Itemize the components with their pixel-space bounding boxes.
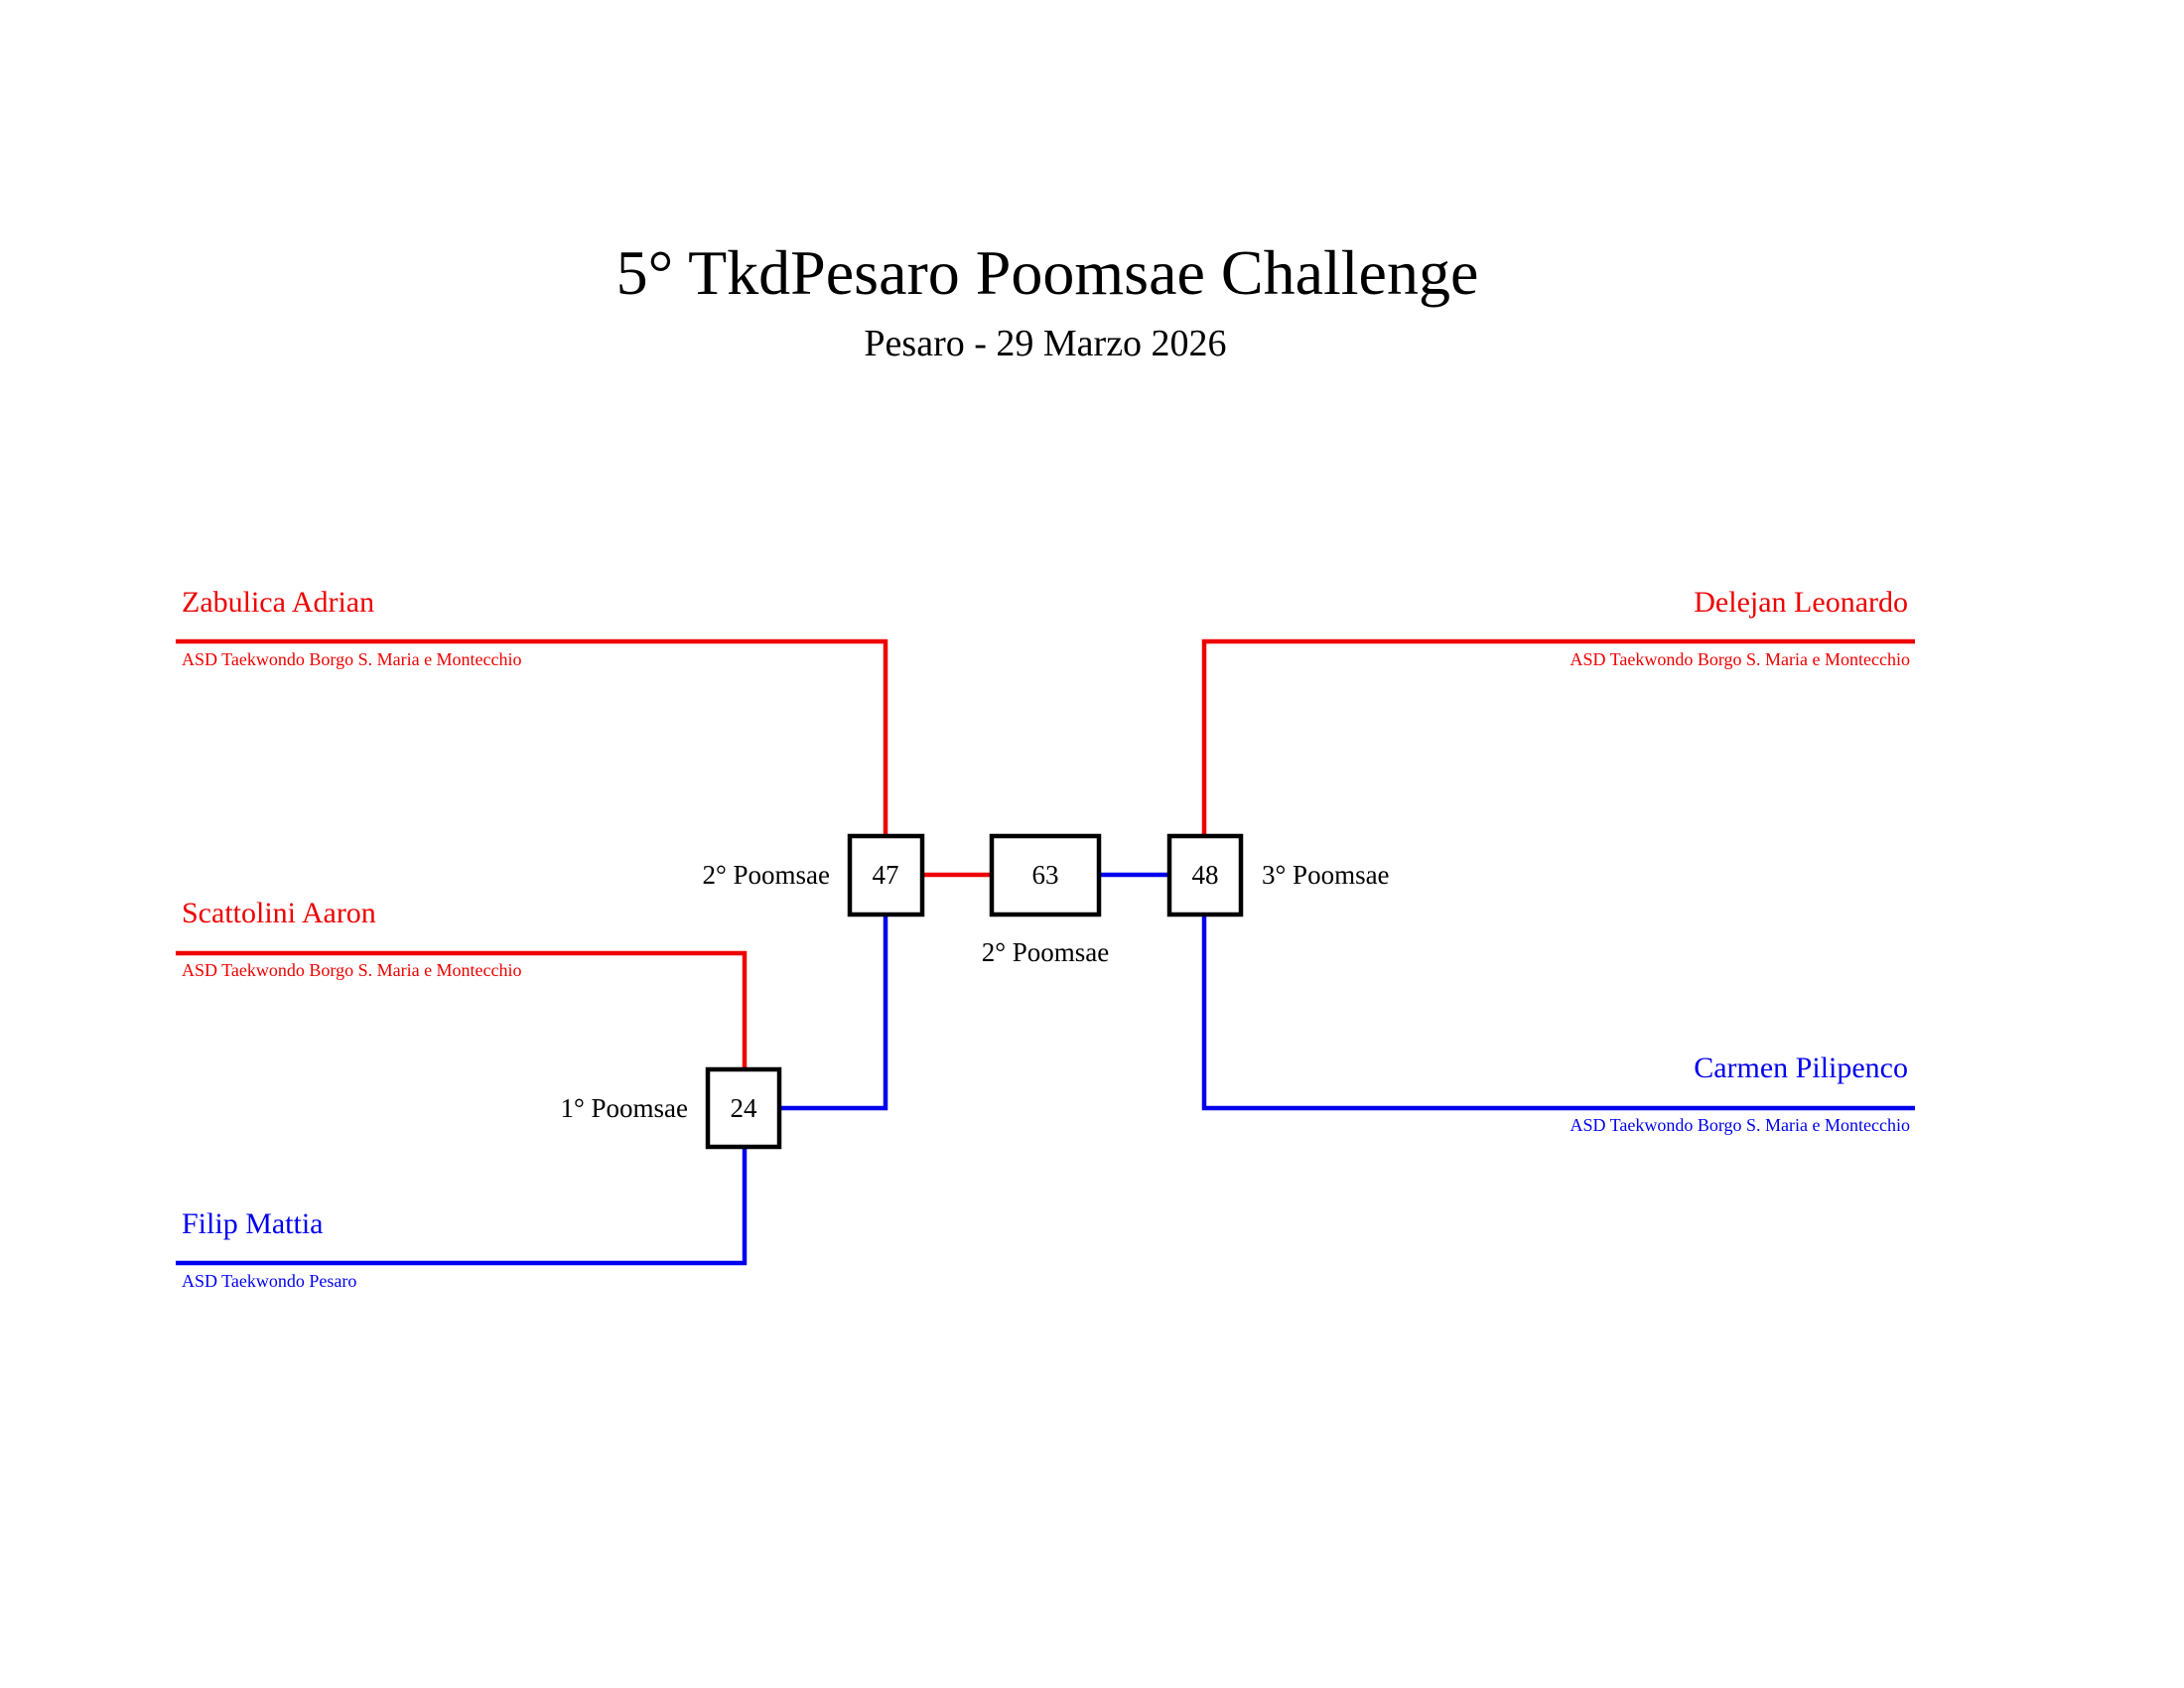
match-label-24: 1° Poomsae [560,1093,688,1123]
match-box-48: 48 [1166,833,1244,917]
bracket-line-24-to-47 [779,914,888,1111]
athlete-club-scattolini: ASD Taekwondo Borgo S. Maria e Montecchi… [182,960,522,980]
athlete-name-filip: Filip Mattia [182,1207,324,1240]
athlete-club-delejan: ASD Taekwondo Borgo S. Maria e Montecchi… [1570,649,1910,669]
bracket-line-filip [176,1147,748,1266]
match-label-63: 2° Poomsae [982,937,1110,967]
match-box-24: 24 [705,1066,782,1150]
match-number: 48 [1192,860,1219,890]
athlete-name-zabulica: Zabulica Adrian [182,586,374,619]
match-number: 24 [731,1093,758,1123]
bracket-line-carmen [1201,914,1915,1111]
page-subtitle: Pesaro - 29 Marzo 2026 [864,323,1226,364]
bracket-line-delejan [1201,638,1915,836]
page-title: 5° TkdPesaro Poomsae Challenge [616,237,1479,308]
bracket-line-scattolini [176,950,748,1069]
athlete-club-carmen: ASD Taekwondo Borgo S. Maria e Montecchi… [1570,1115,1910,1135]
match-box-63: 63 [989,833,1102,917]
bracket-line-zabulica [176,638,888,836]
athlete-club-zabulica: ASD Taekwondo Borgo S. Maria e Montecchi… [182,649,522,669]
match-box-47: 47 [847,833,925,917]
match-number: 63 [1032,860,1059,890]
match-number: 47 [873,860,899,890]
match-label-47: 2° Poomsae [702,860,830,890]
athlete-name-delejan: Delejan Leonardo [1694,586,1908,619]
athlete-name-carmen: Carmen Pilipenco [1694,1052,1908,1084]
athlete-club-filip: ASD Taekwondo Pesaro [182,1271,356,1291]
match-label-48: 3° Poomsae [1262,860,1390,890]
athlete-name-scattolini: Scattolini Aaron [182,897,376,929]
